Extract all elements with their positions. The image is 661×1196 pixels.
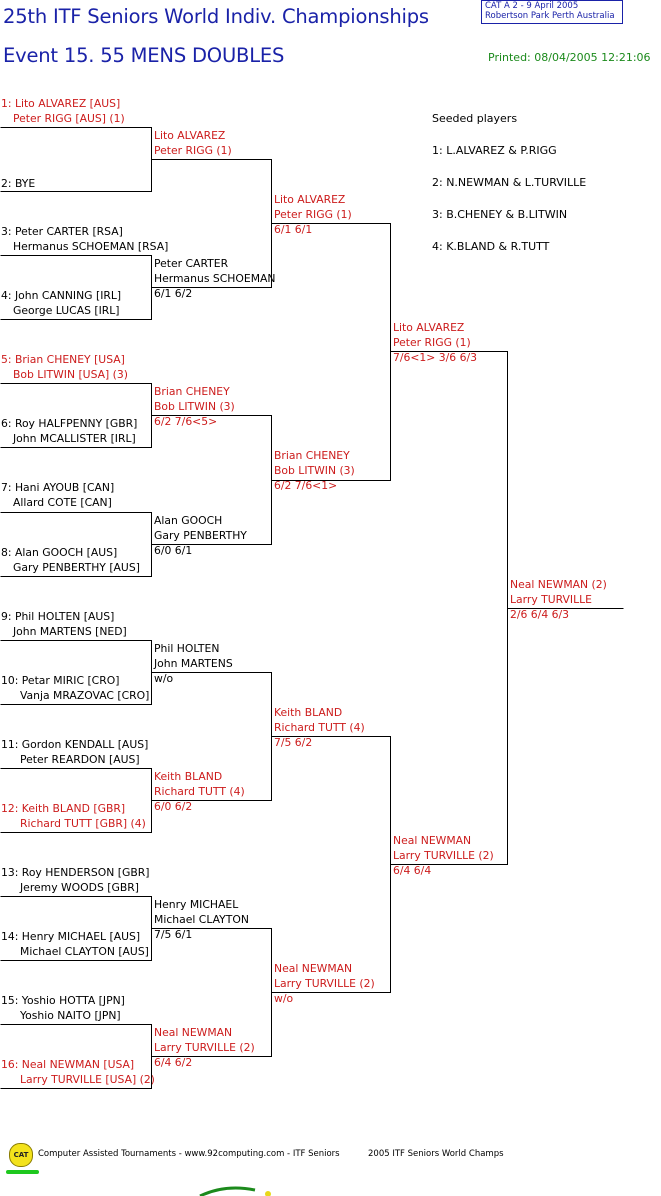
cat-logo-text: CAT	[13, 1151, 29, 1159]
r1-entry-3-player1: 3: Peter CARTER [RSA]	[1, 225, 123, 238]
r1-entry-6-player2: John MCALLISTER [IRL]	[13, 432, 136, 445]
r1-entry-8-player1: 8: Alan GOOCH [AUS]	[1, 546, 118, 559]
r4-match-2-player1: Neal NEWMAN	[393, 834, 472, 847]
r3-match-2-score: 6/2 7/6<1>	[274, 479, 338, 492]
seeds-heading: Seeded players	[432, 112, 518, 125]
r2-match-7-score: 7/5 6/1	[154, 928, 193, 941]
r1-entry-9-player1: 9: Phil HOLTEN [AUS]	[1, 610, 115, 623]
r3-match-1-player1: Lito ALVAREZ	[274, 193, 346, 206]
r1-entry-10-player2: Vanja MRAZOVAC [CRO]	[20, 689, 150, 702]
r3-match-3-score: 7/5 6/2	[274, 736, 313, 749]
r1-entry-12-player2: Richard TUTT [GBR] (4)	[20, 817, 146, 830]
r3-match-1-score: 6/1 6/1	[274, 223, 313, 236]
yellow-dot-icon	[265, 1191, 271, 1196]
r1-entry-6-player1: 6: Roy HALFPENNY [GBR]	[1, 417, 138, 430]
r2-match-8-player2: Larry TURVILLE (2)	[154, 1041, 255, 1054]
r1-entry-3-player2: Hermanus SCHOEMAN [RSA]	[13, 240, 169, 253]
r3-match-1-player2: Peter RIGG (1)	[274, 208, 352, 221]
r1-entry-16-player1: 16: Neal NEWMAN [USA]	[1, 1058, 135, 1071]
r3-match-4-player1: Neal NEWMAN	[274, 962, 353, 975]
r2-match-8-player1: Neal NEWMAN	[154, 1026, 233, 1039]
r1-entry-11-player2: Peter REARDON [AUS]	[20, 753, 140, 766]
seed-1: 1: L.ALVAREZ & P.RIGG	[432, 144, 557, 157]
r3-match-4-score: w/o	[274, 992, 294, 1005]
r3-match-3-player2: Richard TUTT (4)	[274, 721, 365, 734]
r2-match-5-player2: John MARTENS	[154, 657, 233, 670]
footer-credit: Computer Assisted Tournaments - www.92co…	[38, 1149, 340, 1159]
r4-match-1-player2: Peter RIGG (1)	[393, 336, 471, 349]
category-box: CAT A 2 - 9 April 2005 Robertson Park Pe…	[481, 0, 623, 24]
r3-match-3-player1: Keith BLAND	[274, 706, 343, 719]
printed-timestamp: Printed: 08/04/2005 12:21:06	[488, 51, 651, 64]
r2-match-3-player1: Brian CHENEY	[154, 385, 230, 398]
r4-match-1-score: 7/6<1> 3/6 6/3	[393, 351, 477, 364]
r1-entry-12-player1: 12: Keith BLAND [GBR]	[1, 802, 126, 815]
r2-match-8-score: 6/4 6/2	[154, 1056, 193, 1069]
r2-match-2-score: 6/1 6/2	[154, 287, 193, 300]
r4-match-1-player1: Lito ALVAREZ	[393, 321, 465, 334]
r2-match-1-player2: Peter RIGG (1)	[154, 144, 232, 157]
r3-match-2-player2: Bob LITWIN (3)	[274, 464, 355, 477]
r1-entry-11-player1: 11: Gordon KENDALL [AUS]	[1, 738, 149, 751]
final-score: 2/6 6/4 6/3	[510, 608, 569, 621]
winner-player2: Larry TURVILLE	[510, 593, 592, 606]
winner-player1: Neal NEWMAN (2)	[510, 578, 607, 591]
r1-entry-15-player1: 15: Yoshio HOTTA [JPN]	[1, 994, 125, 1007]
logo-underline	[6, 1170, 39, 1174]
r2-match-7-player2: Michael CLAYTON	[154, 913, 249, 926]
r2-match-2-player2: Hermanus SCHOEMAN	[154, 272, 276, 285]
cat-logo: CAT	[9, 1143, 33, 1167]
r1-entry-10-player1: 10: Petar MIRIC [CRO]	[1, 674, 120, 687]
r1-entry-4-player2: George LUCAS [IRL]	[13, 304, 120, 317]
r1-entry-14-player2: Michael CLAYTON [AUS]	[20, 945, 149, 958]
event-title: Event 15. 55 MENS DOUBLES	[3, 44, 285, 67]
r4-match-2-score: 6/4 6/4	[393, 864, 432, 877]
r1-entry-13-player1: 13: Roy HENDERSON [GBR]	[1, 866, 150, 879]
r4-match-2-player2: Larry TURVILLE (2)	[393, 849, 494, 862]
r1-entry-7-player2: Allard COTE [CAN]	[13, 496, 112, 509]
r2-match-5-player1: Phil HOLTEN	[154, 642, 220, 655]
r1-entry-15-player2: Yoshio NAITO [JPN]	[20, 1009, 121, 1022]
r1-entry-13-player2: Jeremy WOODS [GBR]	[20, 881, 139, 894]
r2-match-1-player1: Lito ALVAREZ	[154, 129, 226, 142]
seed-4: 4: K.BLAND & R.TUTT	[432, 240, 550, 253]
r3-match-2-player1: Brian CHENEY	[274, 449, 350, 462]
r1-entry-1-player1: 1: Lito ALVAREZ [AUS]	[1, 97, 121, 110]
r2-match-4-player2: Gary PENBERTHY	[154, 529, 247, 542]
r2-match-4-player1: Alan GOOCH	[154, 514, 223, 527]
r2-match-6-score: 6/0 6/2	[154, 800, 193, 813]
r2-match-3-score: 6/2 7/6<5>	[154, 415, 218, 428]
r1-entry-1-player2: Peter RIGG [AUS] (1)	[13, 112, 125, 125]
r1-entry-14-player1: 14: Henry MICHAEL [AUS]	[1, 930, 141, 943]
r1-entry-7-player1: 7: Hani AYOUB [CAN]	[1, 481, 115, 494]
r2-match-6-player1: Keith BLAND	[154, 770, 223, 783]
r2-match-2-player1: Peter CARTER	[154, 257, 229, 270]
tournament-title: 25th ITF Seniors World Indiv. Championsh…	[3, 5, 429, 28]
r1-entry-2-player1: 2: BYE	[1, 177, 36, 190]
r2-match-5-score: w/o	[154, 672, 174, 685]
r1-entry-8-player2: Gary PENBERTHY [AUS]	[13, 561, 140, 574]
r3-match-4-player2: Larry TURVILLE (2)	[274, 977, 375, 990]
green-arc-icon	[199, 1186, 256, 1196]
r1-entry-5-player2: Bob LITWIN [USA] (3)	[13, 368, 128, 381]
r2-match-4-score: 6/0 6/1	[154, 544, 193, 557]
r2-match-7-player1: Henry MICHAEL	[154, 898, 239, 911]
category-venue: Robertson Park Perth Australia	[485, 11, 615, 21]
footer-event: 2005 ITF Seniors World Champs	[368, 1149, 504, 1159]
r1-entry-16-player2: Larry TURVILLE [USA] (2)	[20, 1073, 155, 1086]
r1-entry-9-player2: John MARTENS [NED]	[13, 625, 127, 638]
category-dates: CAT A 2 - 9 April 2005	[485, 1, 579, 11]
r1-entry-4-player1: 4: John CANNING [IRL]	[1, 289, 122, 302]
seed-2: 2: N.NEWMAN & L.TURVILLE	[432, 176, 587, 189]
seed-3: 3: B.CHENEY & B.LITWIN	[432, 208, 568, 221]
r2-match-6-player2: Richard TUTT (4)	[154, 785, 245, 798]
r2-match-3-player2: Bob LITWIN (3)	[154, 400, 235, 413]
r1-entry-5-player1: 5: Brian CHENEY [USA]	[1, 353, 125, 366]
